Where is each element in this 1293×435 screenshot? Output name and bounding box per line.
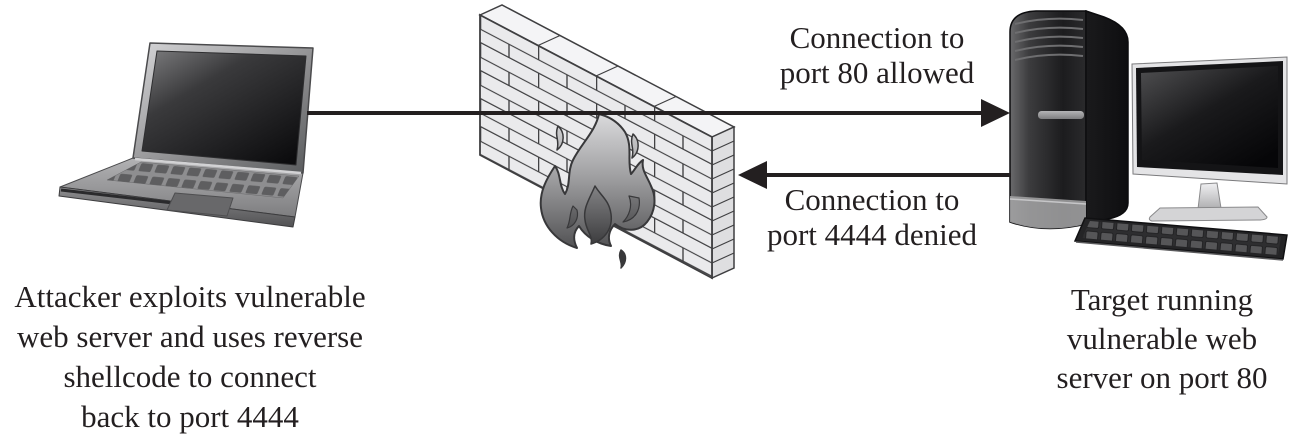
label-line: Connection to [789, 20, 965, 55]
keyboard-icon [1073, 217, 1288, 261]
caption-line: server on port 80 [1056, 360, 1268, 395]
label-line: port 80 allowed [779, 55, 975, 90]
laptop-trackpad [166, 192, 234, 217]
tower-vents [1014, 17, 1084, 61]
monitor-base [1148, 206, 1268, 222]
label-port4444-denied: Connection to port 4444 denied [767, 182, 977, 252]
caption-line: vulnerable web [1066, 321, 1258, 356]
caption-line: Target running [1070, 282, 1254, 317]
computer-tower-icon [1009, 9, 1129, 230]
label-line: Connection to [784, 182, 960, 217]
laptop-keyboard [107, 162, 299, 198]
caption-line: shellcode to connect [63, 359, 317, 394]
caption-line: web server and uses reverse [16, 319, 364, 354]
attacker-laptop-icon [58, 42, 314, 228]
monitor-icon [1131, 56, 1288, 222]
caption-target: Target running vulnerable web server on … [1057, 280, 1268, 397]
monitor-screen [1141, 66, 1278, 168]
label-line: port 4444 denied [766, 217, 978, 252]
firewall-brick-wall-icon [478, 4, 736, 280]
monitor-stand [1197, 182, 1222, 210]
label-port80-allowed: Connection to port 80 allowed [780, 20, 975, 90]
laptop-shapes [58, 42, 314, 228]
flames-icon [539, 113, 656, 269]
laptop-screen [141, 50, 307, 166]
caption-line: Attacker exploits vulnerable [14, 279, 366, 314]
caption-attacker: Attacker exploits vulnerable web server … [14, 277, 365, 435]
caption-line: back to port 4444 [81, 399, 299, 434]
target-computer-icon [1009, 9, 1288, 261]
tower-drive-slot [1038, 111, 1084, 119]
